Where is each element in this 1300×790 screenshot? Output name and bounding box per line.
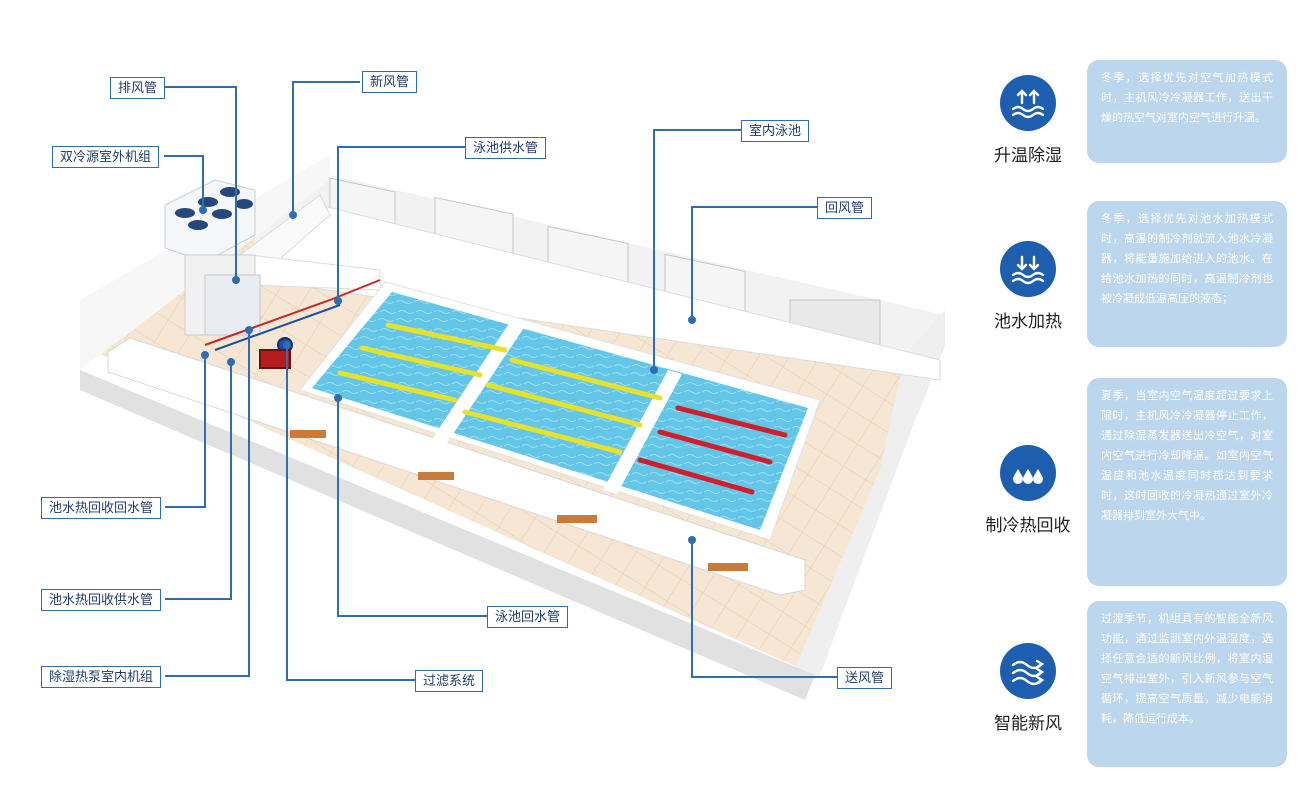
feature-description: 冬季，选择优先对池水加热模式时，高温的制冷剂就流入池水冷凝器，将能量施加给进入的… [1087,201,1287,347]
feature-temperature-dehumidify: 升温除湿 [972,75,1084,166]
feature-title: 升温除湿 [994,146,1062,166]
feature-description: 冬季，选择优先对空气加热模式时，主机风冷冷凝器工作，送出干燥的热空气对室内空气进… [1087,60,1287,163]
feature-description: 夏季，当室内空气温度超过要求上限时，主机风冷冷凝器停止工作，通过除湿蒸发器送出冷… [1087,378,1287,586]
pool [299,281,821,541]
label-heat-pump-indoor-unit: 除湿热泵室内机组 [41,666,162,688]
leader-dots [199,206,696,544]
feature-title: 池水加热 [994,312,1062,332]
label-return-air-duct: 回风管 [817,197,873,219]
label-fresh-air-duct: 新风管 [362,71,418,93]
label-filter-system: 过滤系统 [415,670,484,692]
label-indoor-pool: 室内泳池 [741,120,810,142]
water-heating-icon [1000,241,1056,297]
label-pool-supply-pipe: 泳池供水管 [465,137,547,159]
label-heat-recovery-return-pipe: 池水热回收回水管 [41,497,162,519]
leader-lines [164,81,837,681]
label-outdoor-unit: 双冷源室外机组 [52,146,160,168]
fresh-air-icon [1000,643,1056,699]
feature-cooling-heat-recovery: 制冷热回收 [972,445,1084,536]
feature-pool-water-heating: 池水加热 [972,241,1084,332]
feature-description: 过渡季节，机组具有的智能全新风功能，通过监测室内外温湿度，选择任意合适的新风比例… [1087,601,1287,767]
feature-smart-fresh-air: 智能新风 [972,643,1084,734]
label-supply-air-duct: 送风管 [837,667,893,689]
temperature-rise-icon [1000,75,1056,131]
label-heat-recovery-supply-pipe: 池水热回收供水管 [41,589,162,611]
benches [290,430,748,571]
water-drops-icon [1000,445,1056,501]
label-pool-return-pipe: 泳池回水管 [487,606,569,628]
outdoor-unit-drawing [164,179,261,336]
feature-title: 智能新风 [994,714,1062,734]
label-exhaust-duct: 排风管 [110,77,166,99]
feature-title: 制冷热回收 [985,516,1071,536]
